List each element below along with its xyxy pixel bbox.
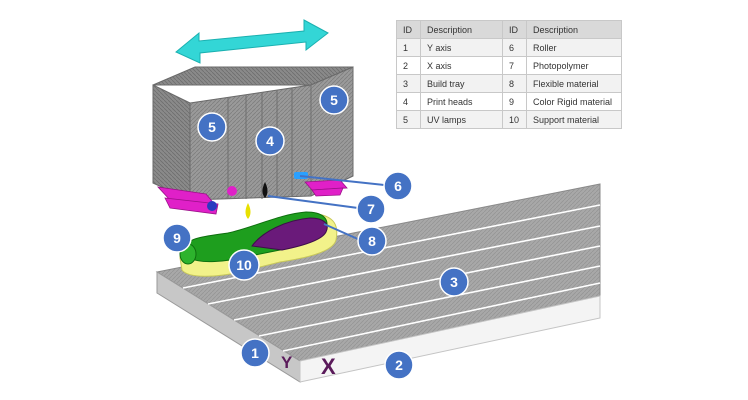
- yellow-droplet: [245, 203, 251, 219]
- carriage-left-face: [152, 84, 191, 201]
- black-droplet: [262, 182, 268, 198]
- x-axis-letter: X: [321, 354, 336, 379]
- svg-text:10: 10: [236, 257, 252, 273]
- legend-description: Photopolymer: [526, 56, 622, 75]
- y-axis-letter: Y: [281, 353, 293, 372]
- leader-lines: [267, 175, 385, 241]
- badge-7: 7: [356, 194, 386, 224]
- x-motion-arrow: [175, 19, 329, 64]
- legend-id: 9: [502, 92, 527, 111]
- badge-5-right: 5: [319, 85, 349, 115]
- legend-id: 10: [502, 110, 527, 129]
- legend-row: 1 Y axis 6 Roller: [396, 38, 622, 57]
- legend-description: Flexible material: [526, 74, 622, 93]
- svg-text:6: 6: [394, 178, 402, 194]
- printed-bottle: [179, 211, 338, 277]
- legend-id: 4: [396, 92, 421, 111]
- legend-id: 5: [396, 110, 421, 129]
- svg-text:4: 4: [266, 133, 274, 149]
- legend-row: 5 UV lamps 10 Support material: [396, 110, 622, 129]
- legend-table: ID Description ID Description 1 Y axis 6…: [396, 20, 622, 129]
- legend-id: 8: [502, 74, 527, 93]
- badge-8: 8: [357, 226, 387, 256]
- legend-id: 2: [396, 56, 421, 75]
- badge-9: 9: [162, 223, 192, 253]
- legend-row: 4 Print heads 9 Color Rigid material: [396, 92, 622, 111]
- svg-text:5: 5: [208, 119, 216, 135]
- magenta-mounts: [156, 179, 348, 215]
- tray-side-face: [299, 295, 601, 383]
- legend-description: Print heads: [420, 92, 503, 111]
- svg-text:8: 8: [368, 233, 376, 249]
- legend-description: Roller: [526, 38, 622, 57]
- legend-description: UV lamps: [420, 110, 503, 129]
- badge-10: 10: [228, 249, 260, 281]
- svg-text:2: 2: [395, 357, 403, 373]
- magenta-ball: [227, 186, 237, 196]
- legend-header-id-2: ID: [502, 20, 527, 39]
- legend-id: 7: [502, 56, 527, 75]
- svg-text:5: 5: [330, 92, 338, 108]
- badge-3: 3: [439, 267, 469, 297]
- svg-text:9: 9: [173, 230, 181, 246]
- badge-5-left: 5: [197, 112, 227, 142]
- legend-description: Build tray: [420, 74, 503, 93]
- legend-row: 2 X axis 7 Photopolymer: [396, 56, 622, 75]
- badge-2: 2: [384, 350, 414, 380]
- legend-description: X axis: [420, 56, 503, 75]
- legend-description: Support material: [526, 110, 622, 129]
- badge-6: 6: [383, 171, 413, 201]
- badge-4: 4: [255, 126, 285, 156]
- legend-header-id: ID: [396, 20, 421, 39]
- legend-description: Color Rigid material: [526, 92, 622, 111]
- legend-id: 1: [396, 38, 421, 57]
- legend-header-description: Description: [420, 20, 503, 39]
- flexible-material: [251, 217, 328, 251]
- blue-ball: [207, 201, 217, 211]
- svg-text:3: 3: [450, 274, 458, 290]
- print-head-carriage: [152, 66, 354, 215]
- legend-row: 3 Build tray 8 Flexible material: [396, 74, 622, 93]
- legend-header-description-2: Description: [526, 20, 622, 39]
- legend-id: 6: [502, 38, 527, 57]
- legend-id: 3: [396, 74, 421, 93]
- legend-header-row: ID Description ID Description: [396, 20, 622, 39]
- svg-text:7: 7: [367, 201, 375, 217]
- badge-1: 1: [240, 338, 270, 368]
- svg-text:1: 1: [251, 345, 259, 361]
- legend-description: Y axis: [420, 38, 503, 57]
